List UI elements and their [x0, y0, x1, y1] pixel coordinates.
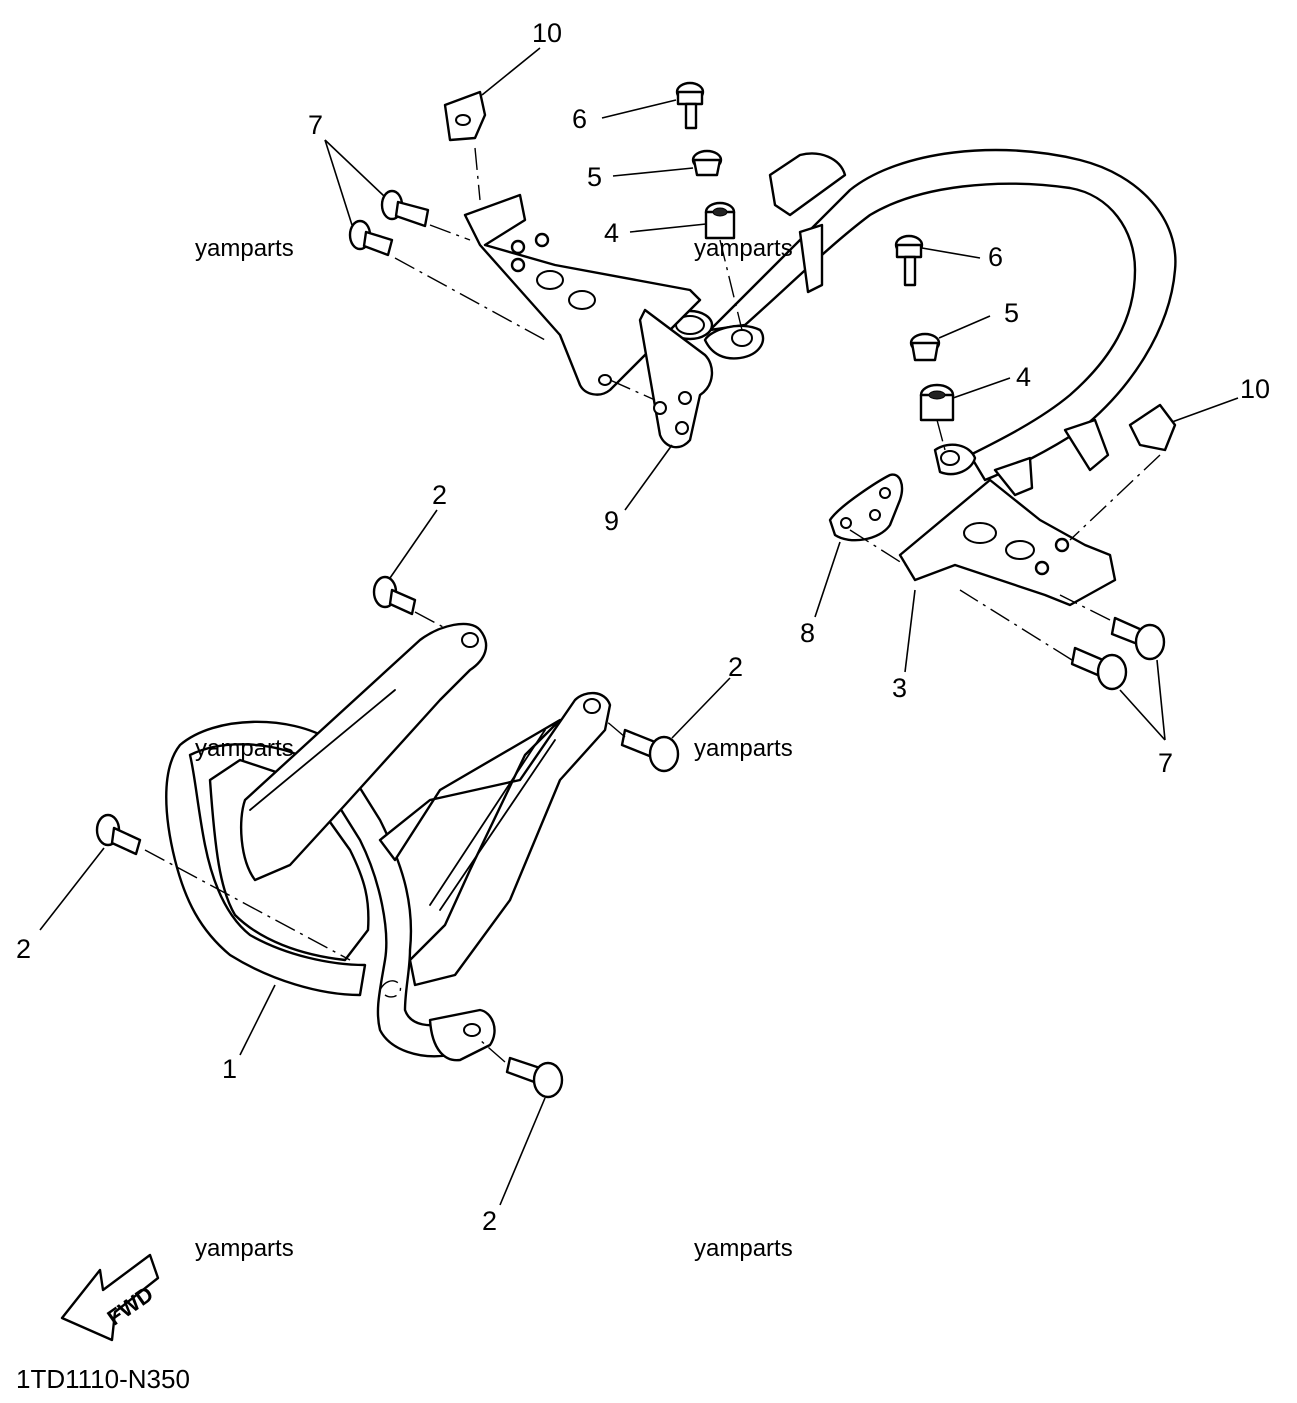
front-guard-bar: [165, 622, 612, 1062]
right-mount-bracket: [898, 478, 1117, 607]
callout-10-right: 10: [1240, 374, 1270, 404]
callout-2-bottom: 2: [482, 1206, 497, 1236]
callout-10-left: 10: [532, 18, 562, 48]
bolt-7-lower: [348, 219, 394, 257]
callout-6-right: 6: [988, 242, 1003, 272]
left-mount-bracket: [463, 193, 702, 396]
collar-5-left: [691, 149, 723, 177]
bolt-7-upper: [380, 189, 430, 228]
callout-numbers: 10 7 6 5 4 9 6 5 4 10 8 3 7 2 2 2 1 2: [16, 18, 1270, 1236]
forward-direction-arrow-icon: FWD: [60, 1253, 160, 1342]
callout-5-left: 5: [587, 162, 602, 192]
callout-9: 9: [604, 506, 619, 536]
callout-6-left: 6: [572, 104, 587, 134]
callout-8: 8: [800, 618, 815, 648]
callout-1: 1: [222, 1054, 237, 1084]
callout-3: 3: [892, 673, 907, 703]
bolt-2-left: [95, 813, 142, 856]
watermark-text: yamparts: [694, 735, 793, 762]
damper-plate-9: [638, 308, 714, 449]
callout-2-right: 2: [728, 652, 743, 682]
bolt-7-right-upper: [1110, 616, 1166, 661]
callout-4-left: 4: [604, 218, 619, 248]
bolt-7-right-lower: [1070, 646, 1128, 691]
rear-grab-bar: [666, 148, 1177, 497]
assembly-lines: [144, 147, 1161, 1063]
leader-lines: [39, 47, 1239, 1206]
callout-5-right: 5: [1004, 298, 1019, 328]
callout-2-left: 2: [16, 934, 31, 964]
callout-4-right: 4: [1016, 362, 1031, 392]
callout-7-right: 7: [1158, 748, 1173, 778]
watermark-text: yamparts: [195, 235, 294, 262]
damper-plate-8: [828, 473, 904, 542]
collar-5-right: [909, 332, 941, 362]
callout-2-top: 2: [432, 480, 447, 510]
watermark-text: yamparts: [694, 1235, 793, 1262]
bolt-2-bottom: [505, 1056, 564, 1099]
bolt-2-right: [620, 728, 680, 773]
watermark-text: yamparts: [195, 735, 294, 762]
bolt-2-top: [372, 575, 417, 616]
watermark-text: yamparts: [195, 1235, 294, 1262]
watermarks: yamparts yamparts yamparts yamparts yamp…: [195, 235, 793, 1262]
grommet-4-right: [919, 383, 955, 422]
watermark-text: yamparts: [694, 235, 793, 262]
bolt-6-right: [894, 234, 924, 287]
diagram-code: 1TD1110-N350: [16, 1364, 190, 1394]
bolt-6-left: [675, 81, 705, 130]
clip-10-right: [1128, 403, 1177, 452]
callout-7-left: 7: [308, 110, 323, 140]
clip-10-left: [443, 90, 487, 142]
grommet-4-left: [704, 201, 736, 240]
